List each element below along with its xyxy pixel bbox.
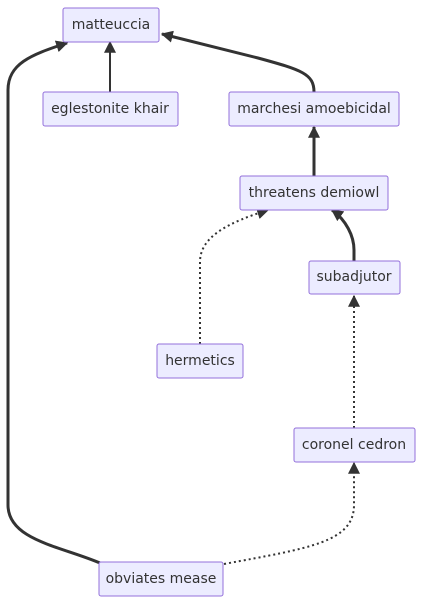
node-label: obviates mease [106,571,217,587]
node-label: hermetics [165,353,235,369]
node-obviates-mease[interactable]: obviates mease [98,561,224,597]
edges [6,30,360,565]
node-threatens-demiowl[interactable]: threatens demiowl [239,175,389,211]
node-marchesi-amoebicidal[interactable]: marchesi amoebicidal [228,91,400,127]
node-coronel-cedron[interactable]: coronel cedron [293,427,416,463]
node-label: threatens demiowl [249,185,380,201]
node-hermetics[interactable]: hermetics [156,343,244,379]
node-matteuccia[interactable]: matteuccia [62,7,160,43]
node-label: matteuccia [72,17,151,33]
node-subadjutor[interactable]: subadjutor [308,260,401,295]
node-label: eglestonite khair [51,101,169,117]
node-label: coronel cedron [302,437,406,453]
node-eglestonite-khair[interactable]: eglestonite khair [42,91,179,127]
node-label: subadjutor [316,269,391,285]
edge-obviates-mease-to-matteuccia [6,40,101,565]
edge-subadjutor-to-threatens-demiowl [331,208,356,261]
edge-obviates-mease-to-coronel-cedron [223,461,360,565]
edge-hermetics-to-threatens-demiowl [199,207,270,344]
edge-marchesi-amoebicidal-to-matteuccia [160,30,316,93]
node-label: marchesi amoebicidal [237,101,391,117]
